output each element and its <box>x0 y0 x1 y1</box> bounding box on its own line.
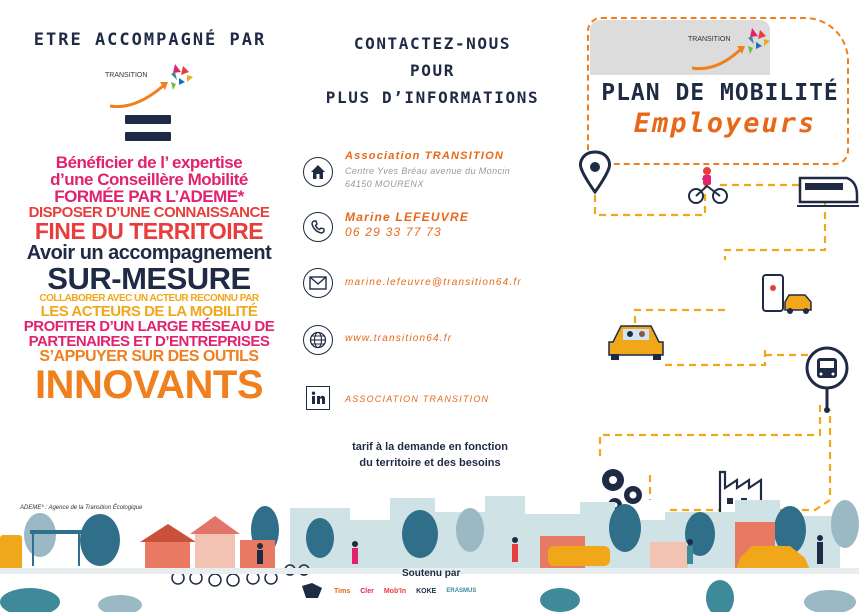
mail-icon <box>303 268 333 298</box>
contact-heading-line: POUR <box>410 61 455 81</box>
contact-org: Association TRANSITION <box>345 150 505 162</box>
contact-city: 64150 MOURENX <box>345 179 424 189</box>
tram-icon <box>548 546 610 566</box>
benefit-line: FORMÉE PAR L’ADEME* <box>54 187 244 206</box>
title-employeurs: Employeurs <box>633 108 817 139</box>
contact-street: Centre Yves Bréau avenue du Moncin <box>345 166 511 176</box>
bus-stop-icon <box>805 346 849 413</box>
contact-phone[interactable]: 06 29 33 77 73 <box>345 225 442 239</box>
logo-text: TRANSITION <box>688 36 731 43</box>
contact-heading-line: CONTACTEZ-NOUS <box>353 34 512 53</box>
sponsor-cler: Cler <box>360 587 374 595</box>
benefit-line: Bénéficier de l’ expertise <box>55 153 243 172</box>
transition-logo-icon <box>109 64 193 109</box>
road <box>0 568 859 574</box>
mobility-route-diagram <box>579 150 859 517</box>
transition-logo-icon <box>691 28 770 71</box>
cyclist-icon <box>688 167 728 204</box>
tarif-line: tarif à la demande en fonction <box>352 441 508 453</box>
city-scene <box>0 496 859 612</box>
location-pin-icon <box>579 150 611 195</box>
title-plan-mobilite: PLAN DE MOBILITÉ <box>601 80 839 106</box>
sponsor-koke: KOKE <box>416 587 437 595</box>
equals-sign <box>125 115 171 149</box>
contact-person: Marine LEFEUVRE 06 29 33 77 73 <box>345 210 469 239</box>
contact-linkedin[interactable]: ASSOCIATION TRANSITION <box>345 394 490 404</box>
benefit-line: PARTENAIRES ET D’ENTREPRISES <box>28 333 270 350</box>
supported-by-label: Soutenu par <box>402 568 461 579</box>
transition-logo-left: TRANSITION <box>105 58 200 109</box>
ademe-note: ADEME* : Agence de la Transition Écologi… <box>20 505 143 511</box>
benefit-line: DISPOSER D’UNE CONNAISSANCE <box>28 204 270 221</box>
benefit-line: INNOVANTS <box>34 363 264 407</box>
benefit-line: FINE DU TERRITOIRE <box>34 218 264 244</box>
home-icon <box>303 157 333 187</box>
tarif-line: du territoire et des besoins <box>359 456 501 469</box>
contact-heading: CONTACTEZ-NOUS POUR PLUS D’INFORMATIONS <box>300 30 565 112</box>
benefit-line: S’APPUYER SUR DES OUTILS <box>39 348 259 365</box>
phone-icon <box>303 212 333 242</box>
tarif-note: tarif à la demande en fonction du territ… <box>330 440 530 472</box>
foreground-foliage <box>0 580 856 612</box>
contact-email[interactable]: marine.lefeuvre@transition64.fr <box>345 277 522 288</box>
contact-website[interactable]: www.transition64.fr <box>345 333 453 344</box>
car-icon <box>608 325 664 360</box>
benefit-line: d’une Conseillère Mobilité <box>50 170 248 189</box>
benefit-line: LES ACTEURS DE LA MOBILITÉ <box>40 303 258 320</box>
sponsor-tims: Tims <box>334 587 351 595</box>
contact-name: Marine LEFEUVRE <box>345 210 470 224</box>
contact-heading-line: PLUS D’INFORMATIONS <box>325 88 540 108</box>
benefit-line: SUR-MESURE <box>47 261 251 296</box>
houses <box>140 516 775 570</box>
sponsor-logos: Tims Cler Mob'In KOKE ERASMUS <box>300 580 570 602</box>
sponsor-logo-region-icon <box>300 582 324 600</box>
benefit-line: COLLABORER AVEC UN ACTEUR RECONNU PAR <box>39 293 259 304</box>
carpool-app-icon <box>762 274 812 314</box>
trees <box>24 500 859 566</box>
linkedin-icon <box>306 386 330 410</box>
sponsor-erasmus: ERASMUS <box>446 588 477 594</box>
contact-address: Association TRANSITION Centre Yves Bréau… <box>345 150 510 189</box>
train-icon <box>797 176 859 207</box>
globe-icon <box>303 325 333 355</box>
logo-text: TRANSITION <box>105 72 148 79</box>
bus-shelter <box>0 530 82 570</box>
sponsor-mobin: Mob'In <box>383 587 407 595</box>
parked-car-icon <box>736 546 810 570</box>
benefit-line: PROFITER D’UN LARGE RÉSEAU DE <box>23 318 275 335</box>
transition-logo-right: TRANSITION <box>680 22 775 72</box>
people <box>257 535 823 564</box>
benefit-line: Avoir un accompagnement <box>26 242 272 264</box>
left-heading: ETRE ACCOMPAGNÉ PAR <box>33 30 267 50</box>
